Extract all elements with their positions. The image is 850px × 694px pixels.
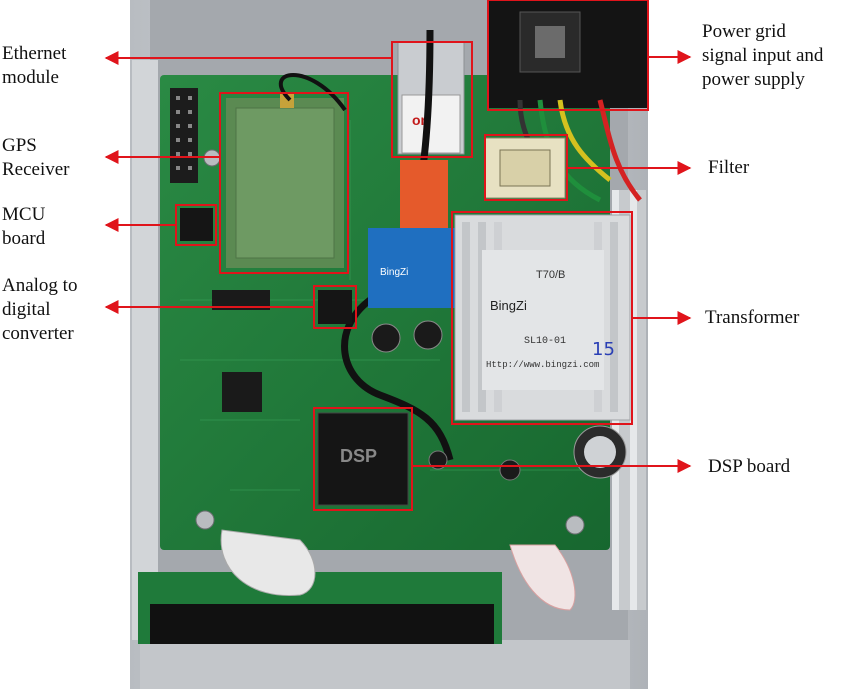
filter-label: Filter <box>708 156 749 180</box>
relay-brand-text: BingZi <box>380 267 408 278</box>
adc-label-line: converter <box>2 323 74 344</box>
annotation-boxes <box>175 0 649 511</box>
transformer-label-line: Transformer <box>705 307 800 328</box>
ethernet-box <box>391 41 473 158</box>
transformer-brand-text: BingZi <box>490 298 527 313</box>
dsp-chip-text: DSP <box>340 446 377 466</box>
ribbon-cable <box>220 529 316 597</box>
transformer-code-text: SL10-01 <box>524 336 566 347</box>
black-cable-2 <box>278 73 347 112</box>
header-connector <box>170 88 198 183</box>
support-chip <box>222 372 262 412</box>
memory-chip <box>212 290 270 310</box>
transformer-handwritten-text: 15 <box>592 339 615 360</box>
dsp-label-line: DSP board <box>708 456 791 477</box>
transformer-model-text: T70/B <box>536 269 565 281</box>
power-label: Power grid signal input and power supply <box>702 20 823 92</box>
annotation-arrows <box>104 50 692 473</box>
ethernet-label: Ethernet module <box>2 42 66 90</box>
dsp-box <box>313 407 413 511</box>
ribbon-cable-right <box>509 544 576 611</box>
power-label-line: power supply <box>702 69 805 90</box>
capacitor-large-top <box>584 436 616 468</box>
dsp-chip <box>317 412 409 506</box>
gps-box <box>219 92 349 274</box>
capacitor <box>499 459 521 481</box>
power-socket-inner <box>535 26 565 58</box>
capacitor <box>413 320 443 350</box>
mcu-label-line: MCU <box>2 204 46 225</box>
ethernet-label-line: Ethernet <box>2 43 67 64</box>
ethernet-label-line: module <box>2 67 59 88</box>
transformer-url-text: Http://www.bingzi.com <box>486 360 599 370</box>
adc-chip <box>318 290 352 324</box>
capacitor <box>428 450 448 470</box>
adc-label-line: digital <box>2 299 51 320</box>
gps-label: GPS Receiver <box>2 134 70 182</box>
gps-label-line: GPS <box>2 135 37 156</box>
transformer-label-area <box>482 250 604 390</box>
power-box <box>487 0 649 111</box>
mcu-label-line: board <box>2 228 46 249</box>
mcu-chip <box>180 208 213 241</box>
screw <box>195 510 215 530</box>
dsp-label: DSP board <box>708 455 790 479</box>
left-rail <box>132 60 158 640</box>
capacitor <box>371 323 401 353</box>
screw <box>565 515 585 535</box>
lcd-panel <box>150 604 494 644</box>
transformer-label: Transformer <box>705 306 799 330</box>
filter-label-line: Filter <box>708 157 750 178</box>
power-label-line: Power grid <box>702 21 786 42</box>
mcu-label: MCU board <box>2 203 45 251</box>
header-pins <box>176 96 192 170</box>
filter-core <box>499 149 551 187</box>
adc-label-line: Analog to <box>2 275 78 296</box>
gps-antenna-connector <box>280 92 294 108</box>
gps-shield <box>235 107 335 259</box>
blue-transformer <box>368 228 458 308</box>
adc-label: Analog to digital converter <box>2 274 77 346</box>
bottom-lip <box>140 640 630 689</box>
orange-relay <box>400 160 448 228</box>
gps-label-line: Receiver <box>2 159 70 180</box>
power-label-line: signal input and <box>702 45 824 66</box>
